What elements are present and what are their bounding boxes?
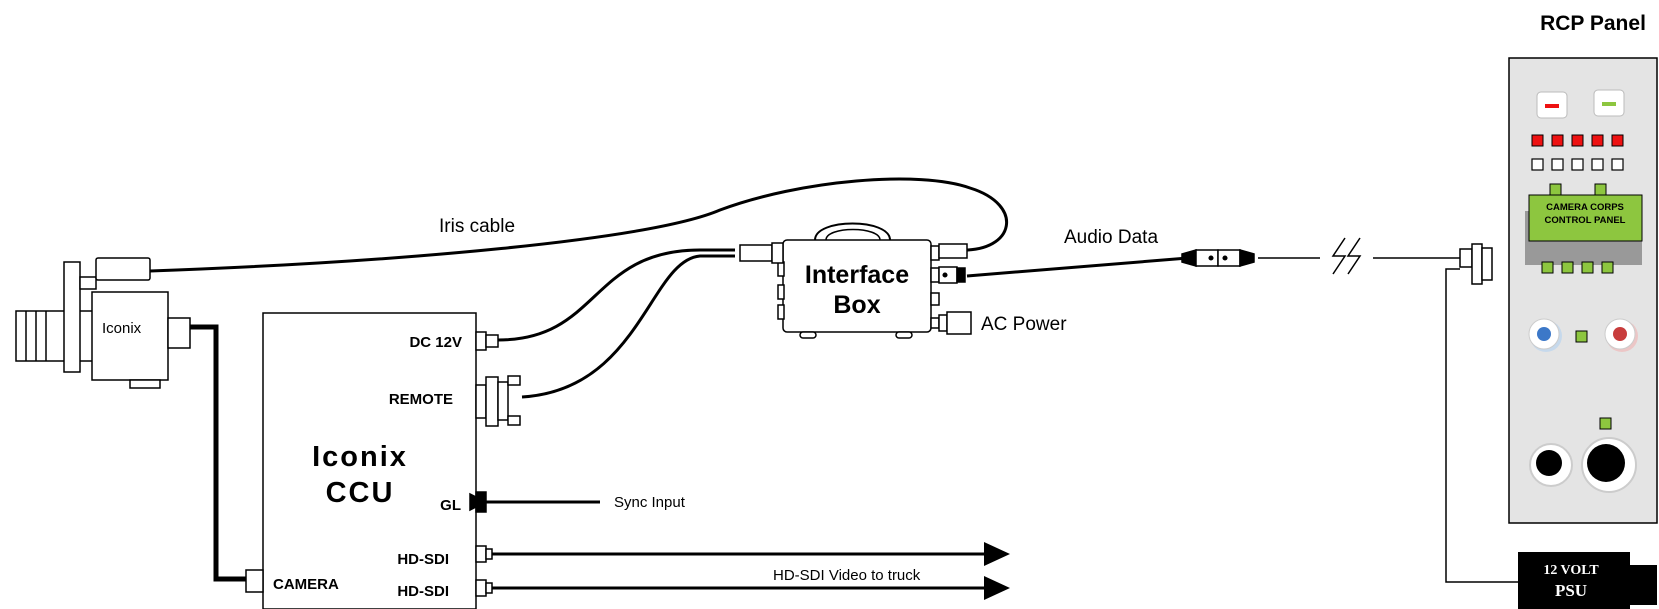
rcp-panel-title: RCP Panel — [1540, 12, 1646, 35]
rcp-blue-knob-icon[interactable] — [1528, 318, 1562, 352]
iris-plug-left-icon — [739, 242, 784, 264]
rcp-top-button-red[interactable] — [1536, 91, 1568, 119]
remote-connector-icon — [475, 375, 521, 427]
interface-box-title: Interface — [805, 261, 909, 289]
rcp-display-line2: CONTROL PANEL — [1545, 215, 1626, 226]
port-hdsdi-1-label: HD-SDI — [397, 551, 449, 568]
ccu-title: Iconix — [312, 441, 408, 473]
psu-cable — [1445, 268, 1518, 583]
rcp-green-indicator[interactable] — [1599, 417, 1612, 430]
video-to-truck-label: HD-SDI Video to truck — [773, 567, 921, 584]
psu-unit — [1518, 552, 1657, 609]
rcp-small-black-knob-icon[interactable] — [1529, 443, 1573, 487]
camera-label: Iconix — [102, 320, 142, 337]
rcp-white-button-row[interactable] — [1531, 158, 1624, 171]
gl-connector-icon — [469, 491, 488, 513]
rcp-green-button-row[interactable] — [1541, 261, 1614, 274]
hdsdi-connector-2-icon — [475, 579, 493, 597]
rcp-large-black-knob-icon[interactable] — [1581, 437, 1637, 493]
ac-power-connector-icon — [938, 311, 972, 335]
psu-label-line1: 12 VOLT — [1543, 563, 1599, 578]
iris-cable — [149, 177, 1009, 273]
rcp-panel — [1508, 57, 1658, 524]
iconix-camera — [15, 257, 191, 389]
port-gl-label: GL — [440, 497, 461, 514]
interface-box-subtitle: Box — [833, 291, 880, 319]
port-hdsdi-2-label: HD-SDI — [397, 583, 449, 600]
port-camera-label: CAMERA — [273, 576, 339, 593]
ac-power-label: AC Power — [981, 314, 1067, 335]
rcp-red-knob-icon[interactable] — [1604, 318, 1638, 352]
arrow-head-icon — [984, 542, 1010, 566]
iris-plug-right-icon — [938, 243, 968, 259]
arrow-head-icon — [984, 576, 1010, 600]
rcp-display-line1: CAMERA CORPS — [1546, 202, 1624, 213]
rcp-display — [1528, 194, 1643, 242]
dc12v-connector-icon — [475, 331, 499, 351]
sync-input-label: Sync Input — [614, 494, 686, 511]
camera-lens-icon — [15, 310, 97, 362]
audio-data-label: Audio Data — [1064, 227, 1158, 248]
audio-data-cable — [966, 256, 1460, 278]
audio-plug-icon — [938, 266, 966, 284]
interface-box — [777, 222, 940, 339]
port-remote-label: REMOTE — [389, 391, 453, 408]
psu-label-line2: PSU — [1555, 581, 1587, 600]
ccu-box — [262, 312, 477, 609]
cable-break-icon — [1331, 237, 1362, 275]
camera-port-connector-icon — [245, 569, 264, 593]
rcp-connector-icon — [1459, 243, 1493, 285]
ccu-subtitle: CCU — [326, 477, 395, 509]
ccu-dc-cable — [497, 248, 735, 342]
rcp-red-button-row[interactable] — [1531, 134, 1624, 147]
audio-inline-connector-icon — [1181, 249, 1255, 267]
iris-cable-label: Iris cable — [439, 216, 515, 237]
ccu-remote-cable — [521, 254, 735, 399]
rcp-green-indicator[interactable] — [1575, 330, 1588, 343]
hdsdi-connector-1-icon — [475, 545, 493, 563]
port-dc12v-label: DC 12V — [409, 334, 462, 351]
rcp-top-button-green[interactable] — [1593, 89, 1625, 117]
camera-to-ccu-cable — [190, 324, 246, 582]
